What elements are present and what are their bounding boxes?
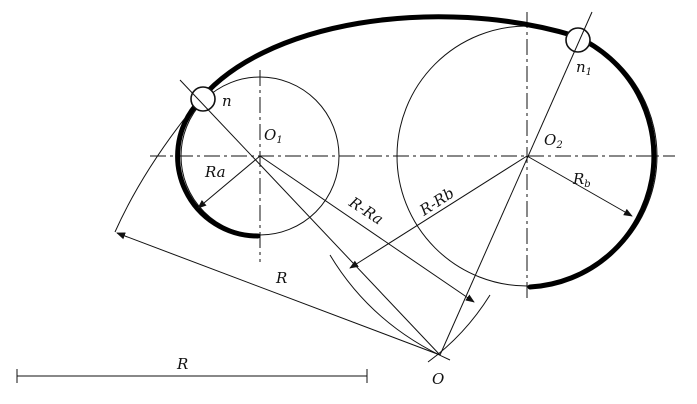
tangent-point-n1-marker	[565, 27, 591, 53]
label-center-o: O	[432, 370, 444, 388]
contour-arc-left	[175, 102, 261, 239]
r-minus-rb-arrow	[349, 155, 528, 269]
radius-r-arrow	[116, 232, 441, 356]
radius-rb-arrow	[526, 155, 633, 217]
line-n1-to-o	[439, 11, 593, 356]
label-radius-rb: Rb	[572, 170, 591, 190]
label-r-minus-rb: R-Rb	[416, 184, 458, 220]
label-center-o1: O1	[264, 126, 283, 146]
r-minus-ra-arrow	[259, 155, 475, 303]
tangent-point-n-marker	[190, 86, 216, 112]
label-scale-r: R	[176, 355, 188, 373]
label-r-minus-ra: R-Ra	[345, 193, 387, 229]
label-radius-r: R	[275, 269, 287, 287]
contour-arc-right	[527, 33, 657, 290]
contour-arc-top	[193, 14, 578, 108]
construction-arc-r	[114, 117, 186, 233]
label-center-o2: O2	[544, 131, 563, 151]
label-point-n1: n1	[576, 58, 592, 78]
label-radius-ra: Ra	[204, 163, 226, 181]
line-n-to-o	[179, 79, 441, 356]
construction-arc-left	[329, 254, 451, 361]
construction-arc-right	[427, 294, 491, 363]
radius-ra-arrow	[197, 155, 261, 209]
label-point-n: n	[222, 92, 232, 110]
